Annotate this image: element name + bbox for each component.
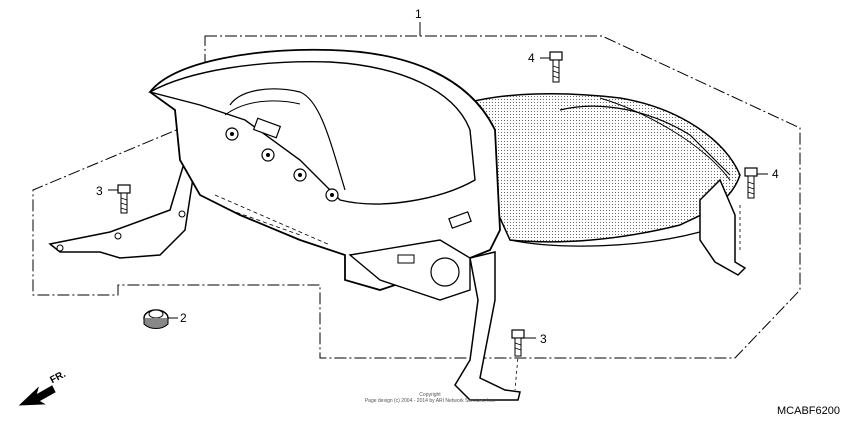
right-stay (699, 178, 747, 276)
front-direction-arrow (18, 385, 56, 406)
left-lower-bracket (48, 158, 196, 259)
copyright-line-1: Copyright (419, 392, 441, 398)
callout-1: 1 (415, 7, 422, 21)
callout-4-top: 4 (528, 51, 535, 65)
copyright-line-2: Page design (c) 2004 - 2014 by ARI Netwo… (364, 398, 496, 404)
center-lower-stay (454, 251, 521, 401)
bolt-3-left (117, 184, 131, 214)
bolt-4-top (549, 51, 563, 83)
right-cover (448, 92, 741, 243)
meter-hood (148, 61, 476, 205)
callout-3-left: 3 (96, 184, 103, 198)
diagram-code: MCABF6200 (777, 405, 840, 417)
connector (252, 117, 282, 139)
callout-2: 2 (180, 311, 187, 325)
assembly-boundary (32, 35, 801, 359)
copyright-notice: Copyright Page design (c) 2004 - 2014 by… (330, 392, 530, 404)
callout-4-right: 4 (772, 167, 779, 181)
bolt-3-bottom (511, 329, 525, 357)
callout-3-bottom: 3 (540, 332, 547, 346)
bolt-4-right (744, 167, 758, 199)
grommet-2 (143, 309, 169, 329)
